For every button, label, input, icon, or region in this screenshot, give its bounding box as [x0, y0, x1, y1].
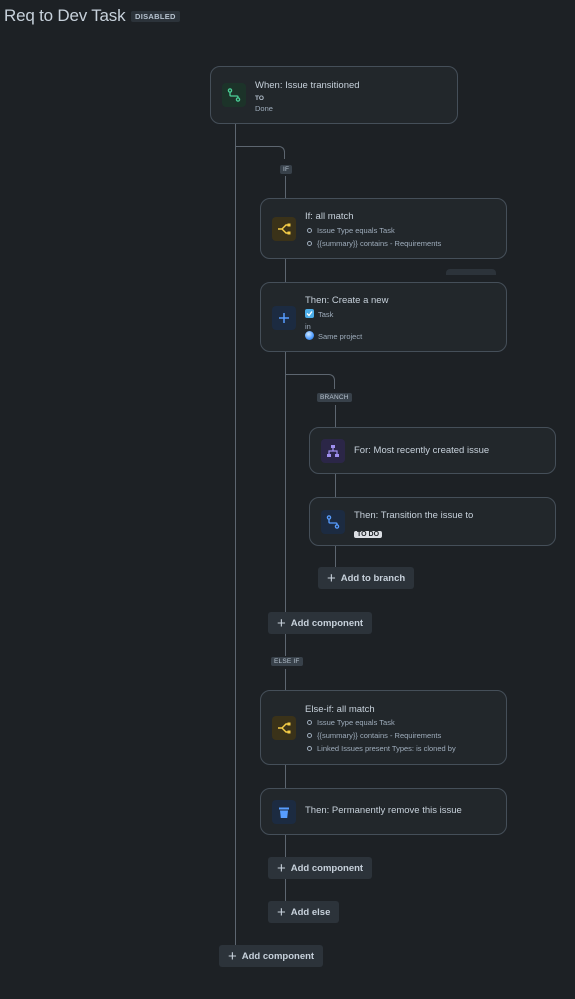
- branch-for-card[interactable]: For: Most recently created issue: [309, 427, 556, 474]
- connector: [285, 351, 286, 613]
- trigger-title: When: Issue transitioned: [255, 80, 360, 91]
- branch-label: BRANCH: [317, 393, 352, 402]
- page-title: Req to Dev Task: [4, 6, 126, 25]
- add-component-label: Add component: [290, 617, 364, 629]
- plus-icon: +: [277, 859, 286, 877]
- else-if-condition-card[interactable]: Else-if: all match Issue Type equals Tas…: [260, 690, 507, 765]
- connector: [335, 473, 336, 497]
- create-issue-card[interactable]: Then: Create a new Task in Same project: [260, 282, 507, 352]
- condition-icon: [272, 217, 296, 241]
- add-component-label: Add component: [290, 862, 364, 874]
- transition-title: Then: Transition the issue to: [354, 510, 474, 521]
- connector: [285, 834, 286, 858]
- hidden-tab: [446, 269, 496, 275]
- connector: [285, 259, 286, 283]
- connector: [335, 545, 336, 567]
- condition-item: {{summary}} contains - Requirements: [305, 239, 441, 248]
- branch-icon: [321, 439, 345, 463]
- add-component-button[interactable]: + Add component: [219, 945, 324, 967]
- transition-icon: [222, 83, 246, 107]
- plus-icon: +: [228, 947, 237, 965]
- else-if-label: ELSE IF: [271, 657, 303, 666]
- plus-icon: +: [277, 614, 286, 632]
- add-to-branch-label: Add to branch: [340, 572, 406, 584]
- branch-for-title: For: Most recently created issue: [354, 445, 490, 456]
- condition-item: Issue Type equals Task: [305, 226, 395, 235]
- connector: [335, 405, 336, 427]
- else-if-title: Else-if: all match: [305, 704, 375, 715]
- project-name: Same project: [318, 332, 363, 341]
- remove-title: Then: Permanently remove this issue: [305, 805, 462, 816]
- plus-icon: +: [277, 903, 286, 921]
- add-component-button[interactable]: + Add component: [268, 612, 373, 634]
- connector: [285, 176, 286, 198]
- create-title: Then: Create a new: [305, 295, 389, 306]
- add-else-button[interactable]: + Add else: [268, 901, 340, 923]
- transition-icon: [321, 510, 345, 534]
- issue-type: Task: [318, 310, 334, 319]
- transition-card[interactable]: Then: Transition the issue to TO DO: [309, 497, 556, 546]
- status-badge: DISABLED: [131, 11, 180, 22]
- connector: [285, 669, 286, 690]
- if-condition-title: If: all match: [305, 211, 354, 222]
- connector: [285, 878, 286, 902]
- if-label: IF: [280, 165, 293, 174]
- add-else-label: Add else: [290, 906, 331, 918]
- condition-item: {{summary}} contains - Requirements: [305, 731, 441, 740]
- trigger-to-value: Done: [255, 104, 273, 113]
- in-label: in: [305, 322, 311, 331]
- if-condition-card[interactable]: If: all match Issue Type equals Task {{s…: [260, 198, 507, 259]
- remove-issue-card[interactable]: Then: Permanently remove this issue: [260, 788, 507, 835]
- task-type-icon: [305, 309, 314, 318]
- add-component-label: Add component: [241, 950, 315, 962]
- trigger-to-label: TO: [255, 95, 264, 102]
- trigger-card[interactable]: When: Issue transitioned TO Done: [210, 66, 458, 124]
- add-to-branch-button[interactable]: + Add to branch: [318, 567, 415, 589]
- plus-icon: +: [327, 569, 336, 587]
- condition-item: Issue Type equals Task: [305, 718, 395, 727]
- main-connector: [235, 123, 236, 948]
- project-icon: [305, 331, 314, 340]
- condition-item: Linked Issues present Types: is cloned b…: [305, 744, 456, 753]
- condition-icon: [272, 716, 296, 740]
- if-connector: [236, 146, 285, 159]
- add-component-button[interactable]: + Add component: [268, 857, 373, 879]
- connector: [285, 633, 286, 656]
- status-lozenge: TO DO: [354, 531, 383, 538]
- connector: [285, 764, 286, 788]
- branch-connector: [286, 374, 335, 389]
- plus-icon: [272, 306, 296, 330]
- trash-icon: [272, 800, 296, 824]
